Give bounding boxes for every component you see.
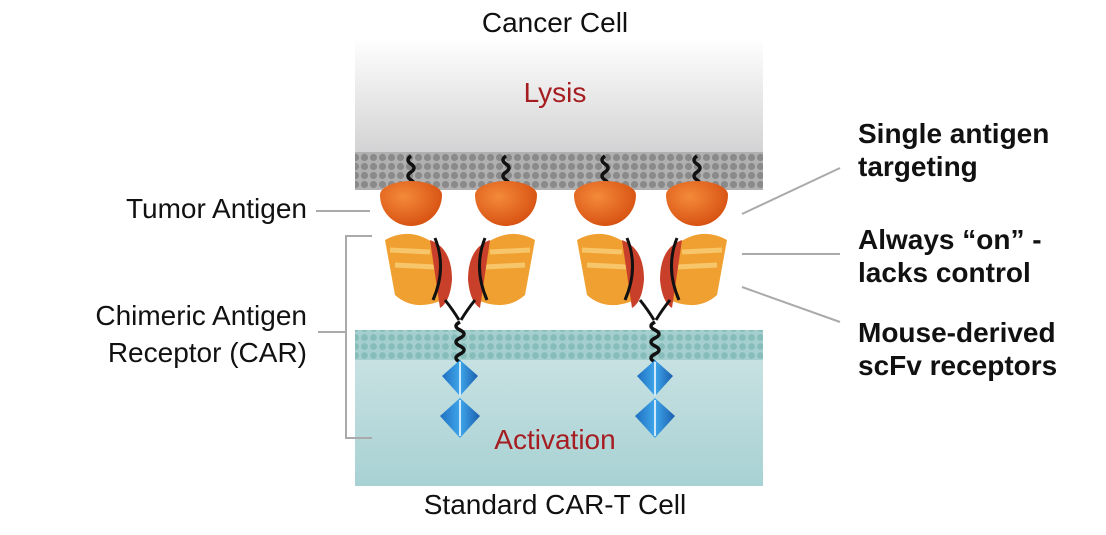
always-on-label-line1: Always “on” -	[858, 224, 1042, 255]
tumor-antigens	[380, 154, 730, 228]
cancer-cell-label: Cancer Cell	[482, 7, 628, 38]
car-scfv-heads	[385, 234, 727, 308]
cancer-cell	[355, 38, 763, 190]
car-label-line2: Receptor (CAR)	[108, 337, 307, 368]
mouse-derived-label-line1: Mouse-derived	[858, 317, 1056, 348]
single-antigen-label-line1: Single antigen	[858, 118, 1049, 149]
car-t-cell-label: Standard CAR-T Cell	[424, 489, 686, 520]
activation-label: Activation	[494, 424, 615, 455]
car-bracket	[318, 235, 372, 439]
car-t-cell	[355, 330, 763, 486]
mouse-derived-leader	[741, 286, 841, 323]
car-label-line1: Chimeric Antigen	[95, 300, 307, 331]
mouse-derived-label-line2: scFv receptors	[858, 350, 1057, 381]
single-antigen-leader	[741, 167, 841, 215]
always-on-label-line2: lacks control	[858, 257, 1031, 288]
tumor-antigen-label: Tumor Antigen	[126, 193, 307, 224]
car-t-cell-membrane	[355, 330, 763, 360]
lysis-label: Lysis	[524, 77, 587, 108]
single-antigen-label-line2: targeting	[858, 151, 978, 182]
car-signaling-domains	[440, 298, 677, 440]
